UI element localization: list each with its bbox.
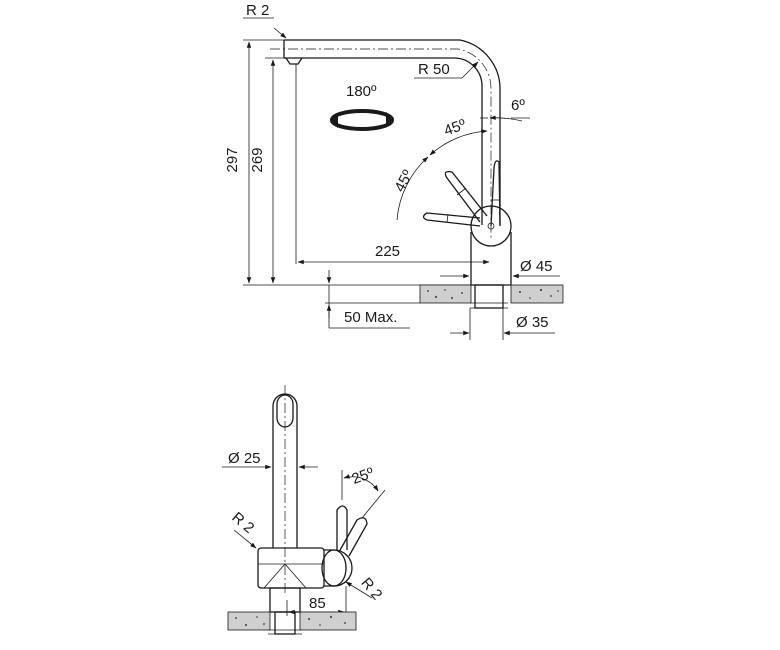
height-spout-label: 269 [249, 147, 266, 172]
lever-angle-dimension [341, 470, 386, 519]
spout-diameter-label: Ø 25 [228, 450, 261, 467]
r2-right-leader [345, 581, 373, 599]
countertop-side [419, 284, 564, 309]
spout-outline [270, 39, 501, 240]
spout-front [272, 385, 298, 595]
lever-angle-label: 25º [350, 464, 377, 488]
angle-45-upper-label: 45º [442, 116, 469, 140]
diameter-dimensions [440, 273, 560, 340]
front-view: Ø 25 25º R 2 R 2 85 [222, 385, 386, 635]
radius-bend-label: R 50 [418, 61, 450, 78]
angle-45-lower-label: 45º [391, 167, 417, 195]
deck-thickness-dimension [325, 270, 420, 329]
vertical-dimensions [243, 39, 470, 286]
body-width-label: 85 [309, 595, 326, 612]
r50-leader [461, 61, 479, 79]
deck-thickness-label: 50 Max. [344, 309, 397, 326]
rotation-label: 180º [346, 83, 377, 100]
reach-label: 225 [375, 243, 400, 260]
rotation-arrow-icon [330, 109, 394, 131]
body-front [257, 547, 353, 613]
r2-tip-leader [273, 27, 287, 39]
radius-right-label: R 2 [357, 575, 385, 604]
body-diameter-label: Ø 45 [520, 258, 553, 275]
radius-left-label: R 2 [228, 509, 257, 537]
angle-6-label: 6º [511, 97, 525, 114]
angle-arcs [396, 115, 530, 221]
r2-left-leader [233, 529, 257, 549]
base-diameter-label: Ø 35 [516, 314, 549, 331]
lever-front [336, 505, 368, 557]
countertop-front [227, 611, 357, 635]
radius-tip-label: R 2 [246, 2, 269, 19]
height-total-label: 297 [224, 147, 241, 172]
side-view: R 2 R 50 180º 297 269 225 6º 45º 45º Ø 4… [224, 2, 564, 340]
lever-positions [422, 160, 501, 227]
